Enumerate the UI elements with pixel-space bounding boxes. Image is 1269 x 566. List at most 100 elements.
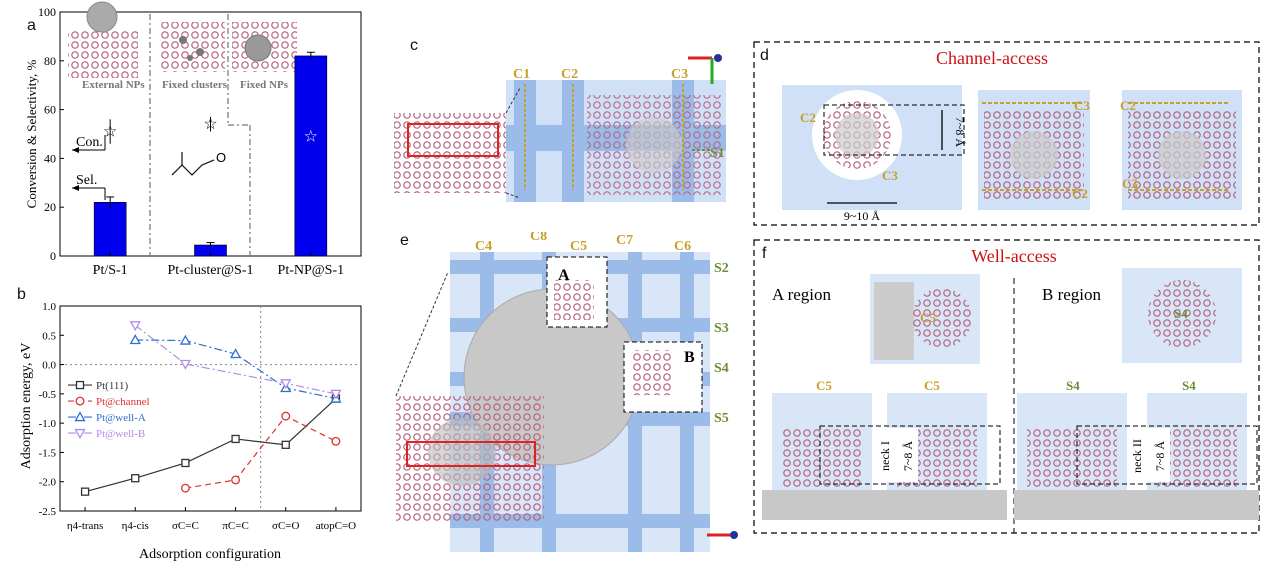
con-annotation: Con. xyxy=(76,135,103,150)
f-s4-top: S4 xyxy=(1174,306,1188,321)
xlabel-b: Adsorption configuration xyxy=(139,547,281,562)
panel-d-title: Channel-access xyxy=(936,48,1048,68)
panel-label-b: b xyxy=(17,286,26,303)
b-region-label: B region xyxy=(1042,285,1102,304)
neck-2-dim: 7~8 Å xyxy=(1153,441,1167,471)
panel-label-e: e xyxy=(400,232,409,249)
channel-label: C7 xyxy=(616,233,633,248)
x-tick-label: η4-cis xyxy=(122,520,149,532)
d-c3-label: C3 xyxy=(882,168,898,183)
fixed-nps-label: Fixed NPs xyxy=(240,79,289,91)
s-label: S3 xyxy=(714,321,729,336)
box-b-label: B xyxy=(684,349,695,366)
sel-annotation: Sel. xyxy=(76,173,97,188)
y-tick-label: 0.5 xyxy=(42,330,56,342)
x-tick-label: πC=C xyxy=(222,520,248,532)
neck-1-dim: 7~8 Å xyxy=(901,441,915,471)
data-point xyxy=(75,380,85,390)
d-c3-side-label: C3 xyxy=(1074,98,1090,113)
legend-label: Pt@well-A xyxy=(96,412,146,424)
data-point xyxy=(281,440,290,449)
y-tick-label: 80 xyxy=(44,54,56,68)
x-tick-label: Pt/S-1 xyxy=(93,263,128,278)
data-point xyxy=(231,475,241,485)
legend-label: Pt@channel xyxy=(96,396,150,408)
channel-label: C5 xyxy=(570,239,587,254)
y-tick-label: 1.0 xyxy=(42,301,56,313)
x-tick-label: Pt-cluster@S-1 xyxy=(168,263,254,278)
data-point xyxy=(74,411,86,422)
data-point xyxy=(280,379,292,390)
y-tick-label: 100 xyxy=(38,5,56,19)
d-c2-side-label: C2 xyxy=(1072,186,1088,201)
channel-label: C1 xyxy=(513,67,530,82)
series-line xyxy=(134,324,337,395)
box-a-label: A xyxy=(558,267,570,284)
channel-label: C6 xyxy=(674,239,691,254)
legend-label: Pt@well-B xyxy=(96,428,145,440)
data-point xyxy=(229,348,242,359)
y-tick-label: -0.5 xyxy=(39,389,57,401)
dim-7-8: 7~8 Å xyxy=(953,117,967,147)
data-point xyxy=(80,487,90,496)
data-point xyxy=(281,411,291,421)
s-label: S4 xyxy=(714,361,729,376)
f-c5-a: C5 xyxy=(816,378,832,393)
series-line xyxy=(185,415,337,489)
neck-2-label: neck II xyxy=(1130,439,1144,473)
d-c2-label: C2 xyxy=(800,110,816,125)
f-c5-top: C5 xyxy=(920,310,936,325)
svg-text:O: O xyxy=(216,150,226,165)
data-point xyxy=(180,483,190,493)
y-tick-label: 40 xyxy=(44,151,56,165)
channel-label: C3 xyxy=(671,67,688,82)
data-point xyxy=(181,458,190,468)
data-point xyxy=(131,474,140,483)
selectivity-star: ☆ xyxy=(304,128,318,145)
data-point xyxy=(331,436,341,446)
channel-label: C8 xyxy=(530,232,547,244)
d-c3-side-label-2: C3 xyxy=(1122,176,1138,191)
neck-1-label: neck I xyxy=(878,441,892,471)
ylabel-b: Adsorption energy, eV xyxy=(19,343,34,470)
selectivity-star: ☆ xyxy=(203,116,217,133)
series-line xyxy=(84,398,337,493)
data-point xyxy=(75,396,85,406)
channel-label: C2 xyxy=(561,67,578,82)
fixed-np-icon xyxy=(244,34,272,62)
x-tick-label: σC=C xyxy=(172,520,199,532)
x-tick-label: atopC=O xyxy=(316,520,356,532)
data-point xyxy=(129,334,141,345)
data-point xyxy=(231,434,240,444)
panel-label-d: d xyxy=(760,47,769,64)
selectivity-star: ☆ xyxy=(103,124,117,141)
f-s4-a: S4 xyxy=(1066,378,1080,393)
y-tick-label: 0 xyxy=(50,249,56,263)
bar xyxy=(93,202,127,257)
a-region-label: A region xyxy=(772,285,832,304)
y-tick-label: -2.0 xyxy=(39,477,57,489)
y-tick-label: 20 xyxy=(44,200,56,214)
s-label: S5 xyxy=(714,411,729,426)
s-label: S2 xyxy=(714,261,729,276)
f-c5-b: C5 xyxy=(924,378,940,393)
d-c2-side-label-2: C2 xyxy=(1120,98,1136,113)
y-tick-label: 0.0 xyxy=(42,360,56,372)
data-point xyxy=(179,334,192,345)
y-tick-label: 60 xyxy=(44,103,56,117)
panel-f-box: Well-access A region B region neck I 7~8… xyxy=(753,239,1260,534)
ylabel-a: Conversion & Selectivity, % xyxy=(24,60,39,209)
x-tick-label: Pt-NP@S-1 xyxy=(278,263,345,278)
bar xyxy=(294,55,328,257)
data-point xyxy=(74,428,86,439)
y-tick-label: -2.5 xyxy=(39,506,57,518)
panel-f-title: Well-access xyxy=(971,246,1057,266)
channel-label: C4 xyxy=(475,239,492,254)
y-tick-label: -1.5 xyxy=(39,447,57,459)
data-point xyxy=(129,321,141,332)
panel-label-a: a xyxy=(27,17,36,34)
